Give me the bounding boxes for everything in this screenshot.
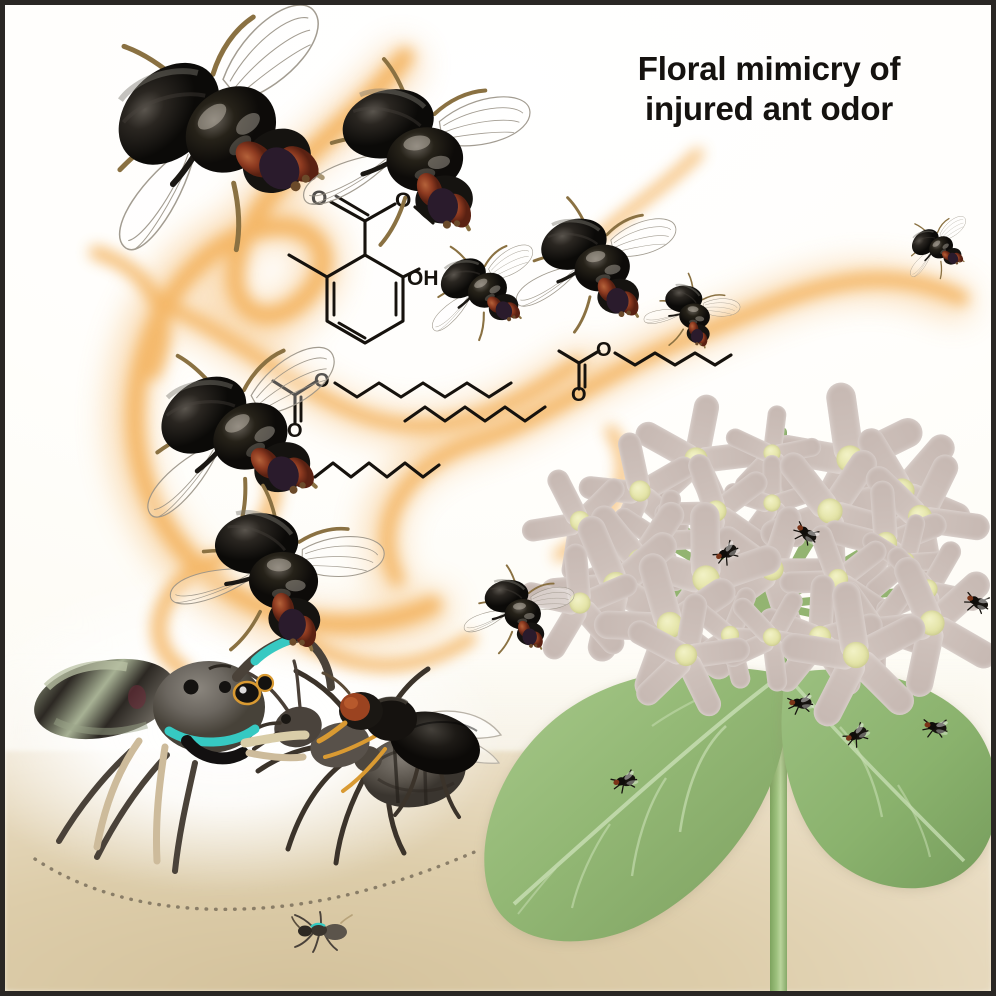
- flower-center: [674, 643, 698, 667]
- title-line-1: Floral mimicry of: [637, 50, 901, 87]
- flower-center: [763, 494, 781, 512]
- mini-fly: [787, 515, 825, 550]
- mini-fly: [605, 764, 642, 798]
- atom-label-ester-O-right: O: [596, 339, 612, 361]
- attacking-phorid-fly: [316, 671, 503, 819]
- chem-alkane-upper: [403, 399, 551, 429]
- phorid-fly: [898, 211, 979, 288]
- mini-fly: [707, 534, 745, 572]
- mini-fly: [960, 587, 991, 618]
- jumping-spider: [34, 635, 335, 874]
- phorid-fly: [423, 237, 542, 349]
- flower-center: [817, 498, 843, 524]
- flower-center: [842, 641, 870, 669]
- title-line-2: injured ant odor: [645, 90, 893, 128]
- phorid-fly: [293, 45, 536, 276]
- mini-fly: [920, 715, 950, 740]
- flower-center: [762, 627, 782, 647]
- phorid-fly: [636, 263, 744, 368]
- mini-fly: [837, 716, 875, 753]
- phorid-fly: [458, 557, 578, 672]
- phorid-fly: [125, 331, 358, 550]
- chem-alkyl-acetate-right: O O: [557, 335, 733, 406]
- flower-center: [629, 480, 651, 502]
- predation-scene: [13, 635, 513, 935]
- phorid-fly: [60, 5, 381, 291]
- plant: [460, 365, 991, 991]
- ant-trail: [33, 849, 479, 912]
- chem-alkane-lower: [313, 455, 441, 485]
- phorid-fly: [155, 465, 393, 695]
- ant-on-trail: [291, 911, 353, 953]
- page-title: Floral mimicry of injured ant odor: [569, 49, 969, 130]
- atom-label-carbonyl-O-left: O: [287, 420, 303, 442]
- chem-long-chain-acetate-left: O O: [271, 365, 521, 442]
- plant-leaf-left: [484, 667, 787, 942]
- atom-label-carbonyl-O-right: O: [571, 384, 587, 406]
- flower-center: [569, 592, 591, 614]
- phorid-fly: [511, 190, 680, 349]
- mini-fly: [783, 688, 817, 718]
- chem-methyl-6-methylsalicylate: O O OH: [267, 187, 439, 371]
